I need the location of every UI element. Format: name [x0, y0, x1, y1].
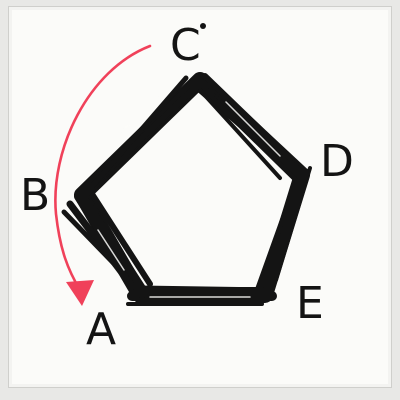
vertex-dot-c [200, 23, 206, 29]
arrow-head-icon [66, 280, 94, 306]
vertex-label-e: E [296, 278, 324, 329]
vertex-label-c: C [170, 20, 201, 71]
edge-b-c [78, 75, 204, 198]
edge-d-e [255, 166, 312, 296]
rotation-arrow [54, 44, 152, 306]
stroke-highlights [97, 81, 281, 298]
edge-c-d [191, 73, 303, 187]
pentagon-shape [61, 72, 312, 306]
paper-background [8, 6, 392, 388]
vertex-label-a: A [86, 304, 116, 355]
edge-a-b [61, 190, 153, 298]
edge-e-a [126, 285, 277, 306]
arrow-curve [54, 44, 152, 292]
vertex-label-d: D [320, 136, 354, 187]
vertex-label-b: B [20, 170, 50, 221]
